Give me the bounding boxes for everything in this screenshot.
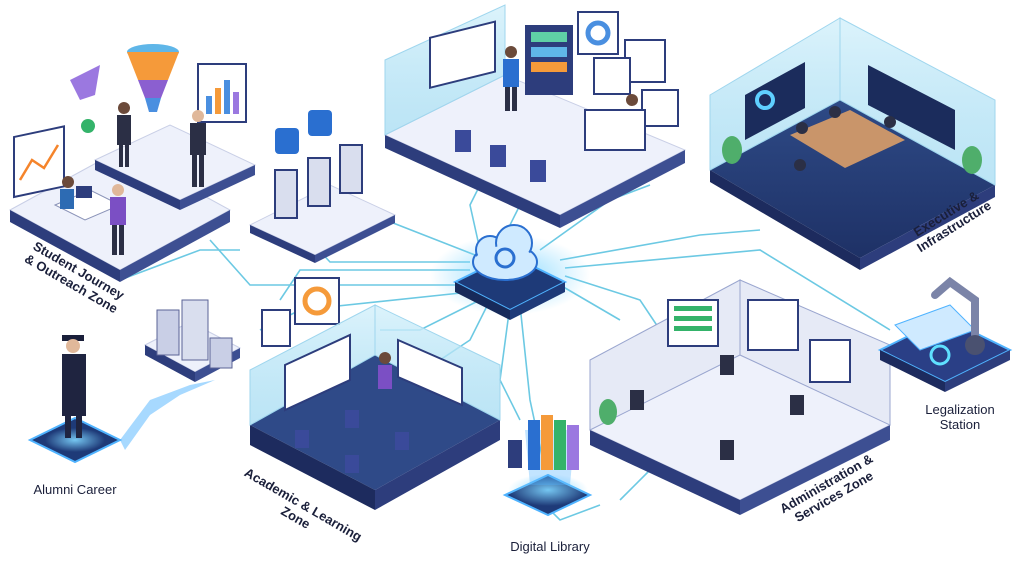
data-stream	[120, 380, 215, 450]
desk-workstation	[53, 176, 126, 255]
whiteboard	[284, 333, 351, 412]
conference-table	[790, 110, 905, 168]
zone-label-legalization: Legalization Station	[905, 402, 1015, 432]
icon-boards	[261, 277, 340, 347]
legalization-station	[877, 276, 1013, 392]
training-room	[383, 4, 687, 228]
id-card-icon	[275, 128, 299, 154]
chart-board-left	[13, 125, 65, 199]
label-line: Station	[939, 417, 981, 432]
academic-learning-room	[249, 304, 501, 510]
person-figure	[190, 110, 206, 187]
digital-library	[502, 415, 593, 517]
robot-arm-icon	[931, 276, 979, 349]
dashboard-screen	[868, 65, 955, 150]
zone-label-digital-library: Digital Library	[510, 539, 590, 554]
campus-buildings	[143, 299, 242, 382]
plant-icon	[599, 399, 617, 425]
chart-board-right	[197, 63, 247, 123]
person-figure	[117, 102, 131, 167]
plant-icon	[722, 136, 982, 174]
cloud-sync-hub	[430, 224, 590, 320]
stamp-seal-icon	[929, 344, 951, 366]
cloud-sync-icon	[472, 224, 538, 281]
label-line: Legalization	[925, 402, 995, 417]
executive-room	[709, 17, 996, 270]
small-funnel-icon	[70, 65, 100, 100]
graduate-figure	[62, 335, 86, 438]
chart-board	[747, 299, 799, 351]
currency-icon	[81, 119, 95, 133]
whiteboard	[397, 338, 463, 407]
zone-label-alumni: Alumni Career	[33, 482, 117, 497]
books-icon	[528, 415, 579, 470]
alumni-platform	[27, 335, 215, 464]
funnel-icon	[127, 44, 179, 112]
student-journey-zone	[8, 44, 257, 282]
turnstile-gates	[248, 110, 397, 263]
fingerprint-icon	[308, 110, 332, 136]
dashboard-screen	[745, 62, 805, 140]
administration-room	[588, 279, 892, 515]
